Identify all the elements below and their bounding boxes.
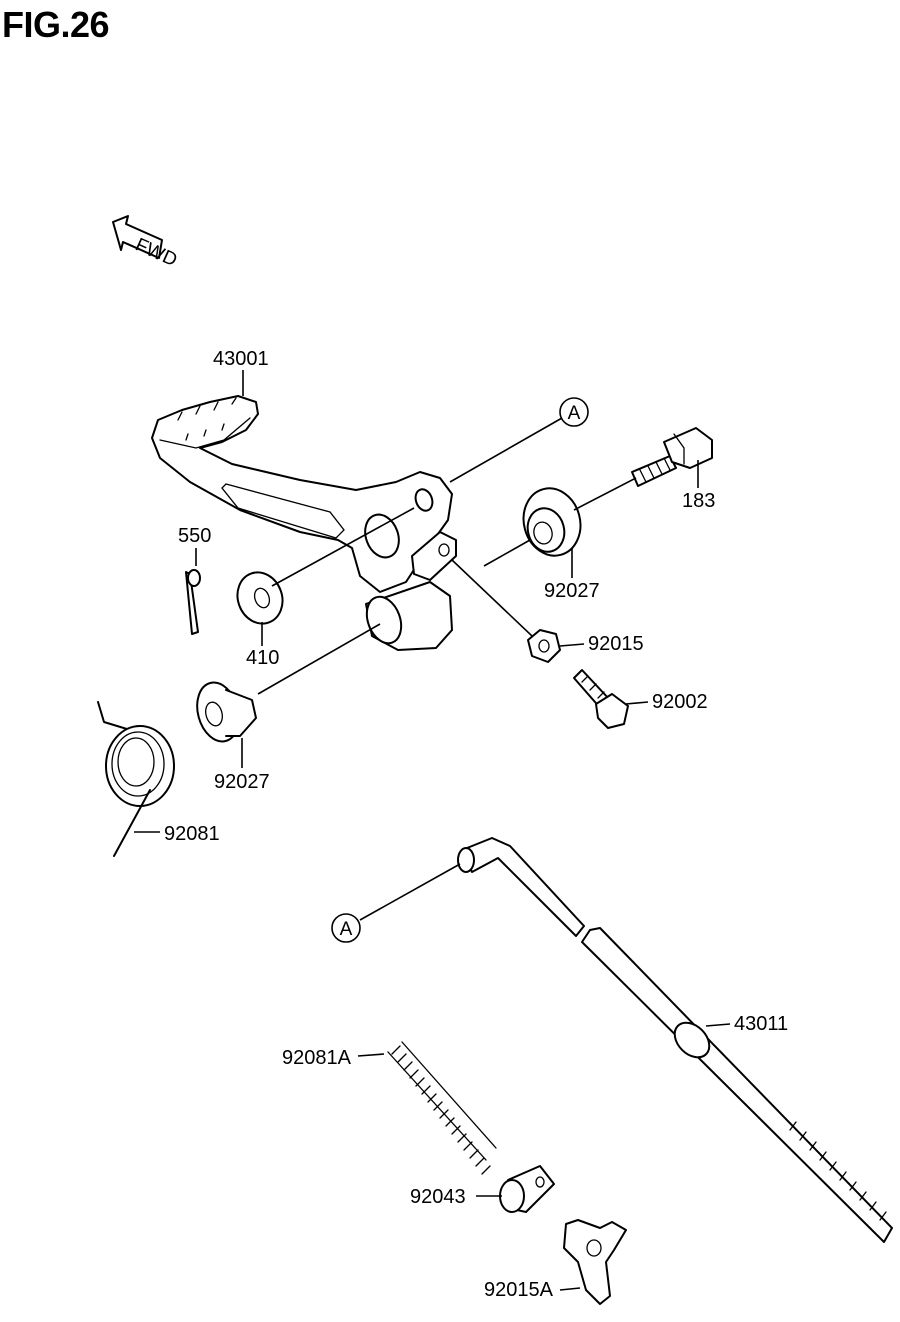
part-label-92015a: 92015A <box>484 1279 554 1301</box>
spring-92081a-part <box>387 1041 497 1175</box>
joint-92043-part <box>499 1165 555 1213</box>
part-label-183: 183 <box>682 490 715 512</box>
part-label-43011: 43011 <box>734 1013 788 1035</box>
part-label-92027-lower: 92027 <box>214 771 270 793</box>
part-label-92081a: 92081A <box>282 1047 352 1069</box>
part-label-410: 410 <box>246 647 279 669</box>
fwd-arrow-icon: FWD <box>112 215 180 271</box>
bolt-183-part <box>631 427 713 487</box>
part-label-92015: 92015 <box>588 633 644 655</box>
spring-92081-part <box>97 701 175 857</box>
brake-pedal-part <box>151 395 457 651</box>
collar-92027-upper-part <box>522 487 582 557</box>
part-label-92081: 92081 <box>164 823 220 845</box>
bolt-92002-part <box>573 669 629 729</box>
part-label-43001: 43001 <box>213 348 269 370</box>
figure-title: FIG.26 <box>2 4 110 45</box>
washer-410-part <box>236 571 284 625</box>
reference-marker-a-lower: A <box>331 913 361 943</box>
collar-92027-lower-part <box>196 681 257 743</box>
part-label-92002: 92002 <box>652 691 708 713</box>
part-label-92027-upper: 92027 <box>544 580 600 602</box>
wing-nut-92015a-part <box>563 1219 627 1305</box>
part-label-92043: 92043 <box>410 1186 466 1208</box>
nut-92015-part <box>527 629 561 663</box>
reference-marker-a-upper: A <box>559 397 589 427</box>
leader-lines <box>134 370 731 1291</box>
reference-marker-letter: A <box>340 919 353 940</box>
reference-marker-letter: A <box>568 403 581 424</box>
cotter-pin-550-part <box>185 569 201 635</box>
rod-43011-part <box>457 837 893 1243</box>
part-label-550: 550 <box>178 525 211 547</box>
